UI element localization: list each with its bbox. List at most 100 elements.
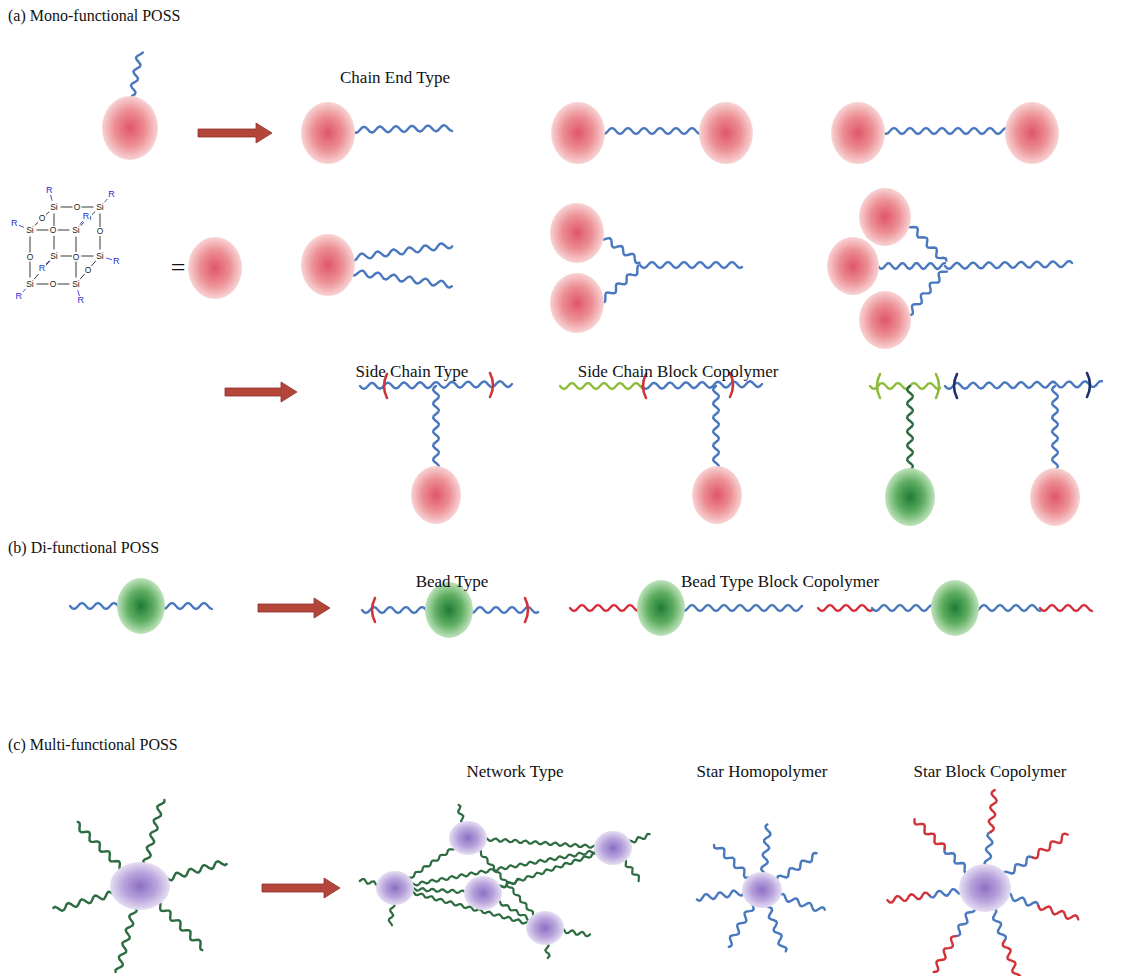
poss-cage [959,864,1011,912]
repeat-bracket [490,373,493,397]
polymer-chain [945,381,1102,389]
poss-cage [117,578,165,634]
poss-cage [550,203,604,263]
polymer-chain [907,386,913,470]
polymer-chain [560,383,642,389]
polymer-chain [882,128,1006,134]
poss-cage [550,273,604,333]
polymer-chain [600,266,638,303]
poss-cage [637,580,685,636]
repeat-bracket [1087,373,1090,397]
chemical-bond [58,284,70,285]
section-heading: (b) Di-functional POSS [8,539,159,557]
chemical-bond [30,237,31,253]
chemical-bond [37,230,49,231]
polymer-chain [764,900,786,951]
poss-cage [827,237,879,295]
atom-label: O [38,214,47,223]
atom-label: R [107,190,116,199]
atom-label: Si [95,203,105,212]
poss-cage [1030,468,1080,526]
chemical-bond [100,214,101,228]
polymer-chain [878,263,945,269]
structure-caption: Side Chain Type [356,363,469,382]
atom-label: Si [71,280,81,289]
poss-cage [376,871,414,905]
poss-cage [449,821,487,855]
structure-caption: Side Chain Block Copolymer [578,363,779,382]
chemical-bond [54,236,55,250]
reaction-arrow [198,123,272,143]
polymer-chain [1039,906,1079,919]
section-heading: (c) Multi-functional POSS [8,736,178,754]
atom-label: O [26,253,35,262]
polymer-chain [908,222,947,261]
polymer-chain [713,386,719,468]
polymer-chain [483,847,613,894]
poss-cage [699,102,753,164]
reaction-arrow [258,598,330,618]
chemical-bond [51,195,53,201]
poss-cage [1005,102,1059,164]
chemical-bond [76,262,77,278]
atom-label: R [45,186,54,195]
polymer-chain [1032,834,1067,859]
polymer-chain [640,262,742,268]
chemical-bond [82,256,94,257]
structure-caption: Network Type [466,763,563,782]
polymer-chain [989,790,997,832]
polymer-chain [160,603,212,609]
polymer-chain [350,243,452,260]
repeat-bracket [525,598,528,622]
polymer-chain [433,386,439,468]
polymer-chain [1003,941,1020,976]
polymer-chain [131,53,143,97]
poss-cage [102,96,158,160]
poss-cage [859,291,911,349]
atom-label: Si [25,226,35,235]
polymer-chain [1052,386,1058,470]
polymer-chain [70,603,122,609]
chemical-bond [61,256,73,257]
polymer-chain [729,899,757,947]
atom-label: O [73,203,82,212]
equals-sign: = [171,254,186,283]
chemical-bond [76,237,77,253]
polymer-chain [116,900,137,972]
atom-label: O [96,227,105,236]
poss-cage [188,237,242,299]
chemical-bond [19,225,25,227]
atom-label: Si [71,226,81,235]
poss-cage [526,911,564,945]
polymer-chain [600,235,640,263]
poss-cage [301,102,355,164]
polymer-chain [887,893,929,903]
polymer-chain [818,605,872,611]
polymer-chain [143,800,164,872]
polymer-chain [870,383,940,389]
atom-label: Si [49,203,59,212]
atom-label: R [38,264,47,273]
atom-label: O [49,280,58,289]
atom-label: Si [49,252,59,261]
chemical-bond [82,207,94,208]
atom-label: R [14,292,23,301]
atom-label: R [76,296,85,305]
poss-cage [859,188,911,246]
poss-cage [464,876,502,910]
polymer-chain [468,837,613,849]
structure-caption: Star Homopolymer [697,763,828,782]
polymer-chain [680,605,802,611]
chemical-bond [100,236,101,250]
poss-cage [742,872,782,908]
polymer-chain [934,936,956,972]
polymer-chain [908,272,947,315]
polymer-chain [761,824,770,879]
polymer-chain [395,847,613,889]
polymer-chain [972,605,1040,611]
chemical-bond [37,284,49,285]
repeat-bracket [877,374,880,398]
poss-cage [551,102,605,164]
